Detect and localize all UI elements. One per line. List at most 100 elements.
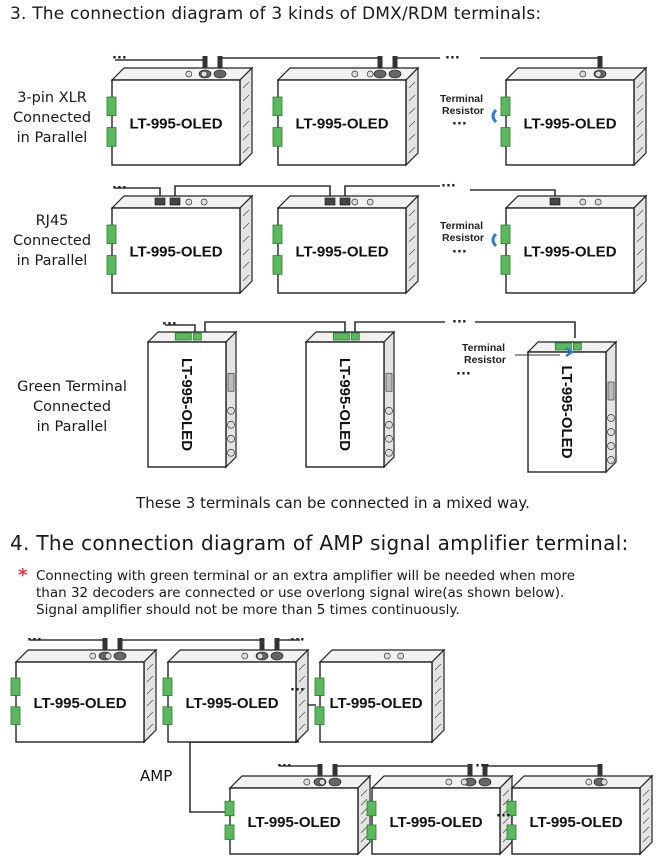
port-icon bbox=[385, 448, 393, 457]
label-line: in Parallel bbox=[16, 253, 88, 269]
vent-line bbox=[408, 222, 416, 230]
vent-line bbox=[636, 120, 644, 128]
port-icon bbox=[579, 198, 587, 206]
vent-line bbox=[146, 711, 154, 719]
port-icon bbox=[607, 442, 615, 450]
port-icon bbox=[600, 778, 608, 786]
signal-cable bbox=[174, 185, 331, 196]
vent-line bbox=[408, 81, 416, 89]
vent-line bbox=[408, 248, 416, 256]
terminal-resistor-label: Terminal bbox=[462, 342, 505, 354]
xlr-plug-icon bbox=[117, 638, 123, 650]
green-terminal-icon bbox=[506, 824, 517, 840]
signal-cable bbox=[204, 321, 346, 335]
label-line: Green Terminal bbox=[17, 379, 127, 395]
green-terminal-icon bbox=[106, 224, 117, 245]
section-3-heading: 3. The connection diagram of 3 kinds of … bbox=[10, 4, 542, 24]
front-face bbox=[229, 787, 359, 855]
port-icon bbox=[185, 198, 193, 206]
vent-line bbox=[434, 663, 442, 671]
port-icon bbox=[579, 70, 587, 78]
vent-line bbox=[636, 248, 644, 256]
front-face bbox=[319, 661, 433, 743]
top-face bbox=[504, 67, 648, 81]
port-icon bbox=[185, 70, 193, 78]
decoder-unit: LT-995-OLED bbox=[314, 648, 446, 744]
front-face bbox=[111, 79, 241, 166]
device-label: LT-995-OLED bbox=[558, 365, 575, 458]
vent-line bbox=[242, 222, 250, 230]
device-label: LT-995-OLED bbox=[336, 358, 353, 451]
green-terminal-icon bbox=[554, 342, 572, 351]
port-icon bbox=[104, 652, 112, 660]
vent-line bbox=[502, 817, 510, 824]
xlr-plug-icon bbox=[482, 764, 488, 776]
device-label: LT-995-OLED bbox=[295, 244, 388, 261]
vent-line bbox=[298, 699, 306, 707]
side-face bbox=[143, 648, 157, 744]
vent-line bbox=[408, 274, 416, 282]
vent-line bbox=[242, 81, 250, 89]
vent-line bbox=[242, 107, 250, 115]
decoder-unit: LT-995-OLED bbox=[10, 638, 158, 744]
device-label: LT-995-OLED bbox=[129, 244, 222, 261]
vent-line bbox=[434, 687, 442, 695]
ellipsis-text: ··· bbox=[452, 245, 467, 260]
vent-line bbox=[636, 146, 644, 154]
vent-line bbox=[360, 808, 368, 815]
top-face bbox=[166, 649, 310, 663]
xlr-port-icon bbox=[213, 69, 227, 79]
top-face bbox=[110, 67, 254, 81]
vent-line bbox=[642, 817, 650, 824]
terminal-resistor-label: Resistor bbox=[464, 354, 506, 366]
vent-line bbox=[502, 798, 510, 806]
xlr-port-icon bbox=[113, 651, 127, 661]
vent-line bbox=[360, 789, 368, 797]
vent-line bbox=[636, 81, 644, 89]
vent-line bbox=[360, 798, 368, 806]
decoder-unit: LT-995-OLED bbox=[272, 56, 420, 167]
terminal-resistor-label: Resistor bbox=[442, 105, 484, 117]
amp-label: AMP bbox=[140, 767, 172, 785]
port-icon bbox=[585, 778, 593, 786]
top-face bbox=[304, 331, 396, 343]
ellipsis-text: ··· bbox=[112, 51, 127, 66]
vent-line bbox=[636, 222, 644, 230]
terminal-resistor-label: Resistor bbox=[442, 232, 484, 244]
ellipsis-text: ··· bbox=[27, 633, 42, 648]
vent-line bbox=[434, 699, 442, 707]
xlr-port-icon bbox=[478, 777, 492, 787]
vent-line bbox=[642, 789, 650, 797]
rj45-port-icon bbox=[154, 197, 166, 206]
label-line: in Parallel bbox=[36, 419, 108, 435]
ellipsis-text: ··· bbox=[290, 683, 305, 698]
vent-line bbox=[298, 711, 306, 719]
vent-line bbox=[146, 663, 154, 671]
top-face bbox=[504, 195, 648, 209]
port-icon bbox=[256, 652, 264, 660]
ellipsis-text: ··· bbox=[441, 179, 456, 194]
port-icon bbox=[227, 406, 235, 415]
decoder-unit: LT-995-OLED bbox=[304, 330, 396, 469]
decoder-unit: LT-995-OLED bbox=[146, 330, 238, 469]
signal-cable bbox=[484, 765, 601, 776]
decoder-unit: LT-995-OLED bbox=[272, 194, 420, 295]
green-terminal-icon bbox=[192, 332, 202, 341]
signal-cable bbox=[334, 765, 471, 776]
vent-line bbox=[298, 687, 306, 695]
side-face bbox=[639, 774, 653, 856]
vent-line bbox=[636, 133, 644, 141]
port-icon bbox=[397, 652, 404, 660]
green-terminal-icon bbox=[272, 96, 283, 117]
xlr-port-icon bbox=[270, 651, 284, 661]
xlr-plug-icon bbox=[102, 638, 108, 650]
ellipsis-text: ··· bbox=[290, 633, 305, 648]
green-terminal-icon bbox=[10, 706, 21, 725]
vent-line bbox=[408, 209, 416, 217]
vent-line bbox=[408, 120, 416, 128]
front-face bbox=[505, 79, 635, 166]
port-icon bbox=[366, 70, 374, 78]
vent-line bbox=[408, 133, 416, 141]
front-face bbox=[305, 341, 385, 468]
port-icon bbox=[445, 778, 453, 786]
